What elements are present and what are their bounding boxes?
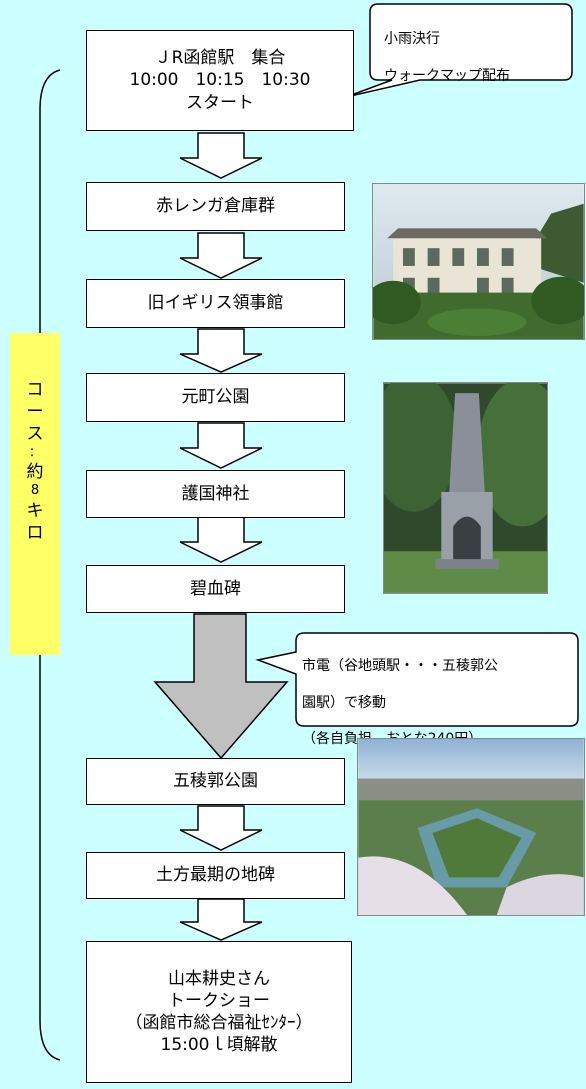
arrow-down-4 bbox=[179, 422, 263, 469]
course-label-char: 約 bbox=[26, 461, 44, 482]
stop-red-brick-warehouses: 赤レンガ倉庫群 bbox=[86, 182, 345, 231]
finish-line2: トークショー bbox=[168, 990, 270, 1011]
note-start-line1: 小雨決行 bbox=[384, 31, 440, 48]
arrow-down-3 bbox=[179, 328, 263, 373]
start-line2: 10:00 10:15 10:30 bbox=[129, 70, 311, 91]
arrow-down-8 bbox=[179, 898, 263, 941]
callout-transit-shape bbox=[255, 632, 579, 727]
note-start: 小雨決行 ウォークマップ配布 bbox=[384, 12, 564, 103]
finish-line4: 15:00ｌ頃解散 bbox=[160, 1035, 278, 1056]
finish-line3: （函館市総合福祉ｾﾝﾀｰ） bbox=[125, 1013, 313, 1033]
start-line3: スタート bbox=[186, 92, 254, 113]
goryokaku-aerial-photo bbox=[357, 738, 585, 916]
course-label-char: ： bbox=[28, 445, 41, 460]
course-length-label: コ ー ス ： 約 8 キ ロ bbox=[10, 333, 60, 655]
start-box: ＪR函館駅 集合 10:00 10:15 10:30 スタート bbox=[86, 30, 354, 131]
stop-old-british-consulate: 旧イギリス領事館 bbox=[86, 279, 345, 328]
arrow-down-5 bbox=[179, 516, 263, 563]
arrow-down-7 bbox=[179, 805, 263, 851]
finish-box: 山本耕史さん トークショー （函館市総合福祉ｾﾝﾀｰ） 15:00ｌ頃解散 bbox=[86, 941, 352, 1083]
finish-line1: 山本耕史さん bbox=[168, 968, 270, 989]
course-label-char: キ bbox=[26, 500, 44, 521]
callout-start-shape bbox=[345, 3, 573, 98]
course-label-char: コ bbox=[26, 380, 44, 400]
stop-hijikata-memorial: 土方最期の地碑 bbox=[86, 852, 345, 899]
course-label-char: ス bbox=[26, 424, 44, 445]
stop-goryokaku-park: 五稜郭公園 bbox=[86, 758, 345, 805]
arrow-down-1 bbox=[179, 132, 263, 179]
arrow-down-2 bbox=[179, 232, 263, 279]
transit-note-line1: 市電（谷地頭駅・・・五稜郭公 bbox=[302, 658, 498, 675]
course-label-char: 8 bbox=[30, 482, 40, 498]
note-start-line2: ウォークマップ配布 bbox=[384, 67, 510, 84]
stop-hekiketsuhi: 碧血碑 bbox=[86, 565, 345, 613]
transit-arrow bbox=[153, 613, 289, 760]
british-consulate-photo bbox=[372, 183, 585, 340]
stop-gokoku-shrine: 護国神社 bbox=[86, 470, 345, 518]
transit-note-line2: 園駅）で移動 bbox=[302, 694, 386, 711]
course-label-char: ロ bbox=[26, 522, 44, 543]
start-line1: ＪR函館駅 集合 bbox=[154, 48, 286, 69]
hekiketsuhi-monument-photo bbox=[383, 382, 548, 594]
stop-motomachi-park: 元町公園 bbox=[86, 373, 345, 422]
course-label-char: ー bbox=[26, 402, 44, 423]
